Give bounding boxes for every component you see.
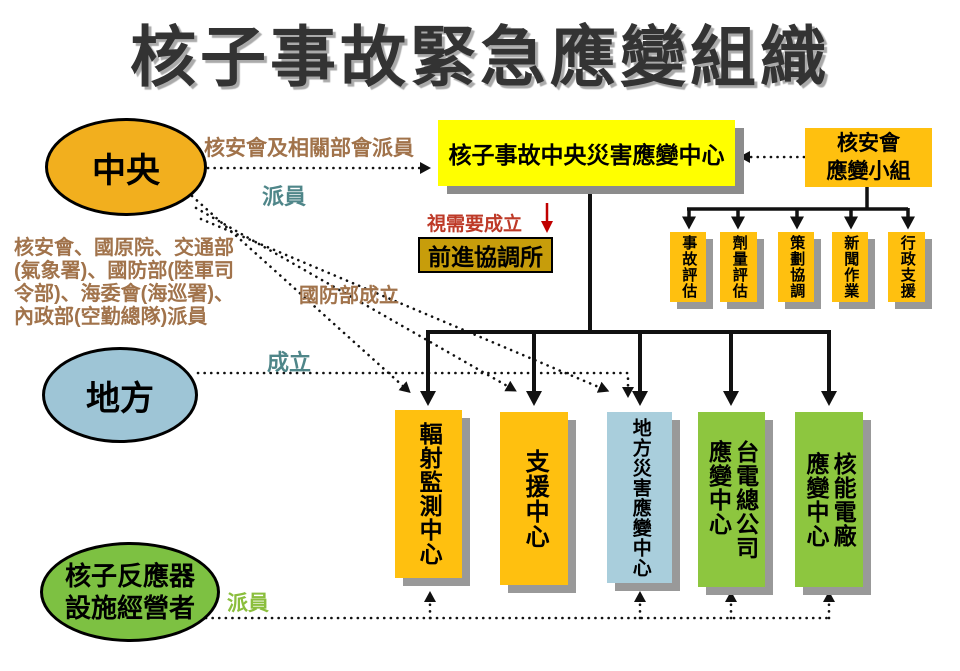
node-nsc-response-team: 核安會 應變小組: [805, 128, 932, 187]
label-agencies-list: 核安會、國原院、交通部 (氣象署)、國防部(陸軍司 令部)、海委會(海巡署)、 …: [14, 237, 234, 328]
node-forward-coordination-office: 前進協調所: [418, 237, 553, 273]
node-local-government: 地方: [42, 347, 198, 443]
page-title: 核子事故緊急應變組織: [130, 20, 830, 94]
node-team-incident-assessment: 事故評估: [670, 232, 706, 302]
node-taipower-hq-response-center: 台電總公司 應變中心: [698, 412, 765, 587]
label-operator-dispatch-personnel: 派員: [227, 592, 269, 615]
label-dispatch-personnel: 派員: [262, 184, 307, 209]
node-team-admin-support: 行政支援: [888, 232, 925, 302]
node-team-planning-coordination: 策劃協調: [778, 232, 814, 302]
node-central-government: 中央: [45, 118, 207, 216]
label-establish: 成立: [267, 350, 312, 375]
node-central-disaster-response-center: 核子事故中央災害應變中心: [438, 120, 735, 186]
label-mnd-establish: 國防部成立: [299, 285, 399, 307]
label-nsc-related-agencies-dispatch: 核安會及相關部會派員: [204, 137, 414, 160]
node-reactor-facility-operator: 核子反應器 設施經營者: [40, 542, 220, 642]
label-established-as-needed: 視需要成立: [427, 214, 523, 235]
node-local-disaster-response-center: 地方災害應變中心: [607, 412, 672, 583]
node-team-news-operations: 新聞作業: [832, 232, 868, 302]
node-nuclear-plant-response-center: 核能電廠 應變中心: [795, 412, 863, 587]
node-support-center: 支援中心: [500, 412, 568, 585]
node-radiation-monitoring-center: 輻射監測中心: [395, 410, 462, 578]
node-team-dose-assessment: 劑量評估: [720, 232, 757, 302]
